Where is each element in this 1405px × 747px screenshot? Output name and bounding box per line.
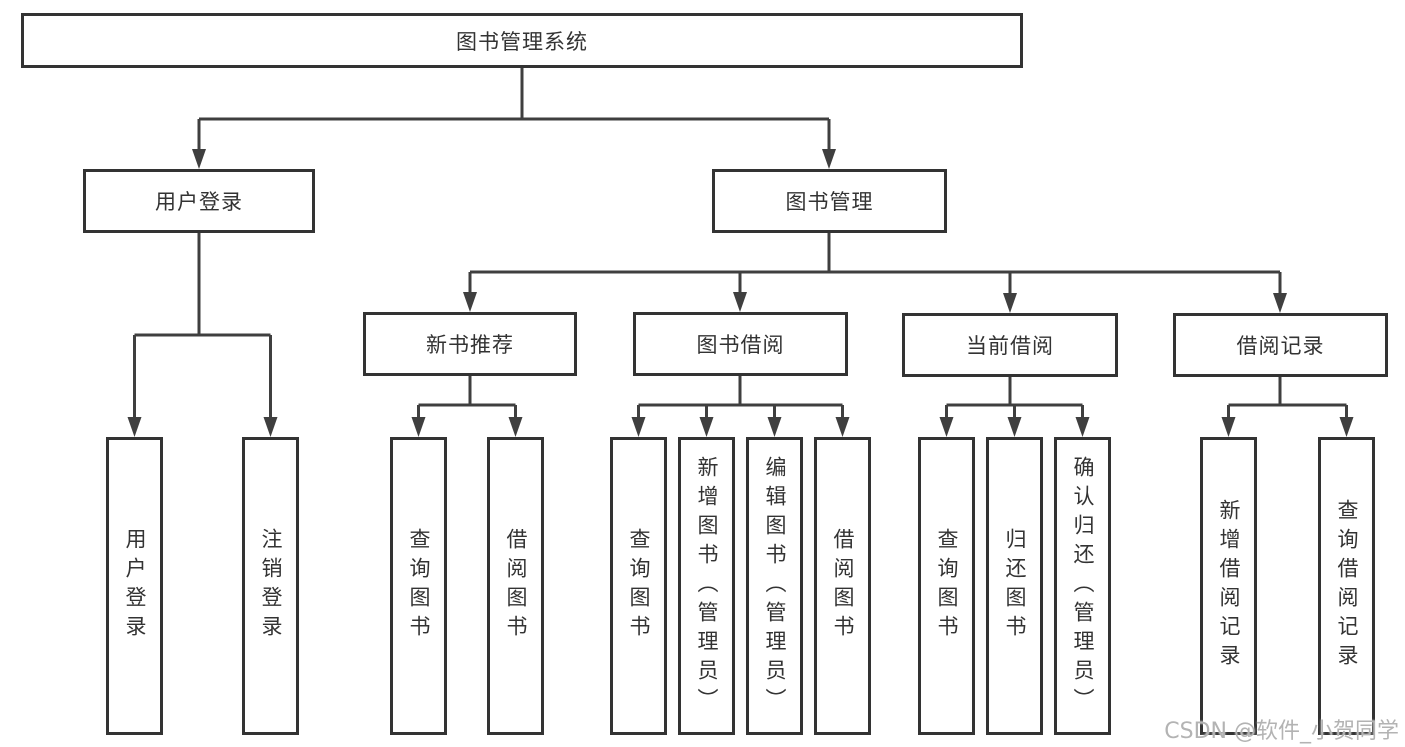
leaf-return-book: 归还图书 (986, 437, 1043, 735)
leaf-logout: 注销登录 (242, 437, 299, 735)
arrowheads (127, 149, 1354, 437)
leaf-add-borrow-record: 新增借阅记录 (1200, 437, 1257, 735)
node-user-login-label: 用户登录 (155, 190, 243, 214)
csdn-watermark: CSDN @软件_小贺同学 (1164, 719, 1399, 744)
node-book-borrow: 图书借阅 (633, 312, 848, 376)
node-borrow-records-label: 借阅记录 (1236, 334, 1325, 358)
leaf-query-books-current: 查询图书 (918, 437, 975, 735)
node-new-book-recommend-label: 新书推荐 (426, 333, 514, 357)
node-borrow-records: 借阅记录 (1173, 313, 1388, 377)
node-user-login: 用户登录 (83, 169, 315, 233)
node-current-borrow-label: 当前借阅 (966, 334, 1054, 358)
leaf-add-book-admin: 新增图书（管理员） (678, 437, 735, 735)
node-root-label: 图书管理系统 (456, 29, 588, 54)
leaf-user-login: 用户登录 (106, 437, 163, 735)
node-book-management: 图书管理 (712, 169, 947, 233)
node-new-book-recommend: 新书推荐 (363, 312, 577, 376)
leaf-confirm-return-admin: 确认归还（管理员） (1054, 437, 1111, 735)
leaf-borrow-books-borrow: 借阅图书 (814, 437, 871, 735)
leaf-query-borrow-record: 查询借阅记录 (1318, 437, 1375, 735)
node-current-borrow: 当前借阅 (902, 313, 1118, 377)
leaf-query-books-borrow: 查询图书 (610, 437, 667, 735)
leaf-edit-book-admin: 编辑图书（管理员） (746, 437, 803, 735)
leaf-query-books-recommend: 查询图书 (390, 437, 447, 735)
node-book-borrow-label: 图书借阅 (696, 333, 785, 357)
node-root: 图书管理系统 (21, 13, 1023, 68)
node-book-management-label: 图书管理 (785, 190, 874, 214)
leaf-borrow-books-recommend: 借阅图书 (487, 437, 544, 735)
